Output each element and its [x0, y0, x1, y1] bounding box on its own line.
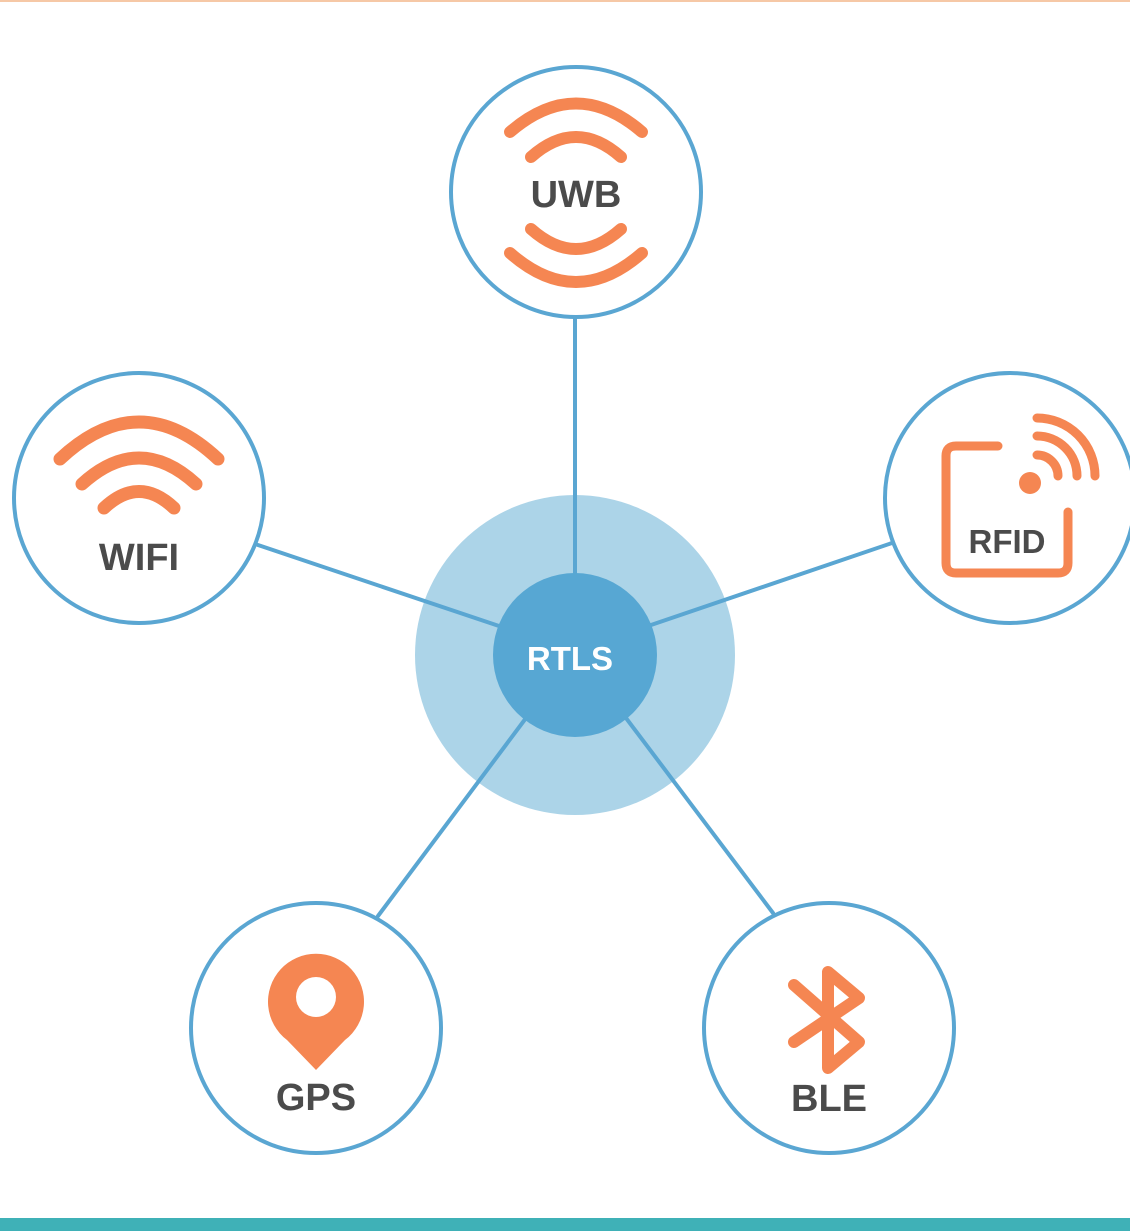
node-rfid-circle: [883, 371, 1130, 625]
node-gps: GPS: [189, 901, 443, 1155]
top-rule: [0, 0, 1130, 2]
connector-gps: [376, 716, 528, 918]
hub-label: RTLS: [527, 640, 613, 677]
ble-label: BLE: [791, 1078, 867, 1120]
node-wifi: WIFI: [12, 371, 266, 625]
hub-circle: [493, 573, 657, 737]
connector-ble: [624, 716, 775, 915]
connector-rfid: [649, 541, 894, 627]
uwb-signal-icon: [504, 97, 648, 288]
wifi-icon: [53, 415, 225, 515]
uwb-label: UWB: [531, 174, 622, 216]
node-rfid: RFID: [883, 371, 1130, 625]
rfid-icon: [941, 413, 1100, 578]
gps-label: GPS: [276, 1077, 356, 1119]
map-pin-icon: [268, 953, 364, 1070]
rfid-label: RFID: [969, 523, 1046, 560]
wifi-label: WIFI: [99, 537, 179, 579]
node-ble: BLE: [702, 901, 956, 1155]
node-uwb: UWB: [449, 65, 703, 319]
connectors: [256, 316, 894, 918]
bottom-bar: [0, 1218, 1130, 1231]
bluetooth-icon: [788, 966, 865, 1074]
connector-wifi: [256, 543, 501, 628]
